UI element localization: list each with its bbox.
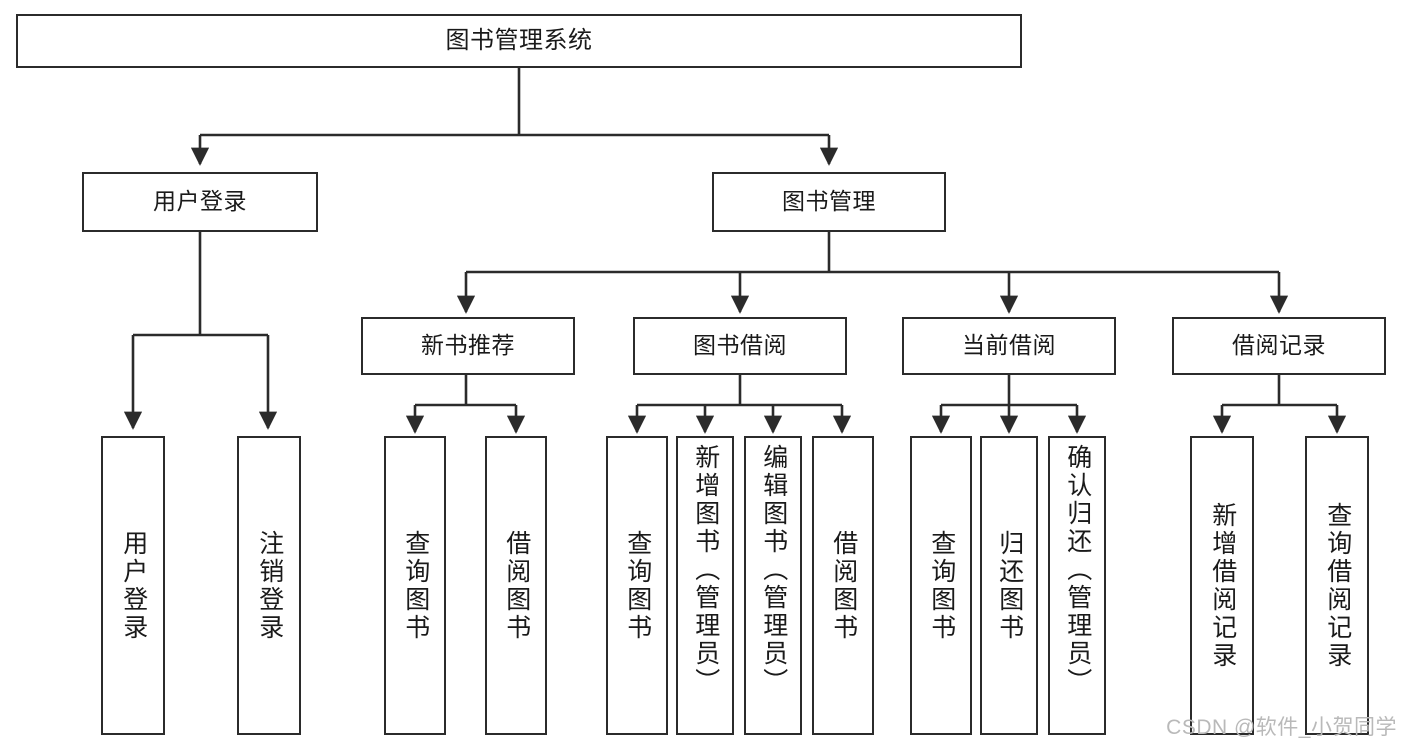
node-label: 确认归还（管理员） xyxy=(1063,444,1092,696)
node-label: 借阅图书 xyxy=(829,529,858,642)
leaf-query-book-recommend[interactable]: 查询图书 xyxy=(384,436,446,735)
watermark-text: CSDN @软件_小贺同学 xyxy=(1166,716,1397,739)
leaf-add-borrow-record[interactable]: 新增借阅记录 xyxy=(1190,436,1254,735)
leaf-edit-book-admin[interactable]: 编辑图书（管理员） xyxy=(744,436,802,735)
node-label: 查询借阅记录 xyxy=(1323,501,1352,670)
node-label: 注销登录 xyxy=(255,529,284,642)
node-current-borrow[interactable]: 当前借阅 xyxy=(902,317,1116,375)
node-label: 用户登录 xyxy=(119,529,148,642)
leaf-user-login[interactable]: 用户登录 xyxy=(101,436,165,735)
node-book-management[interactable]: 图书管理 xyxy=(712,172,946,232)
node-label: 归还图书 xyxy=(995,529,1024,642)
node-label: 新书推荐 xyxy=(421,332,515,359)
node-label: 查询图书 xyxy=(401,529,430,642)
node-label: 查询图书 xyxy=(927,529,956,642)
leaf-query-book-borrow[interactable]: 查询图书 xyxy=(606,436,668,735)
node-label: 编辑图书（管理员） xyxy=(759,444,788,696)
leaf-add-book-admin[interactable]: 新增图书（管理员） xyxy=(676,436,734,735)
leaf-borrow-book[interactable]: 借阅图书 xyxy=(812,436,874,735)
leaf-confirm-return-admin[interactable]: 确认归还（管理员） xyxy=(1048,436,1106,735)
node-label: 当前借阅 xyxy=(962,332,1056,359)
leaf-borrow-book-recommend[interactable]: 借阅图书 xyxy=(485,436,547,735)
node-label: 图书管理系统 xyxy=(445,26,593,54)
node-root-system[interactable]: 图书管理系统 xyxy=(16,14,1022,68)
leaf-return-book[interactable]: 归还图书 xyxy=(980,436,1038,735)
node-label: 新增借阅记录 xyxy=(1208,501,1237,670)
node-label: 借阅记录 xyxy=(1232,332,1326,359)
leaf-user-logout[interactable]: 注销登录 xyxy=(237,436,301,735)
leaf-query-borrow-record[interactable]: 查询借阅记录 xyxy=(1305,436,1369,735)
node-book-borrow[interactable]: 图书借阅 xyxy=(633,317,847,375)
node-label: 新增图书（管理员） xyxy=(691,444,720,696)
node-borrow-record[interactable]: 借阅记录 xyxy=(1172,317,1386,375)
leaf-query-book-current[interactable]: 查询图书 xyxy=(910,436,972,735)
node-label: 借阅图书 xyxy=(502,529,531,642)
node-label: 图书管理 xyxy=(782,188,876,215)
node-new-book-recommend[interactable]: 新书推荐 xyxy=(361,317,575,375)
node-user-login[interactable]: 用户登录 xyxy=(82,172,318,232)
node-label: 图书借阅 xyxy=(693,332,787,359)
node-label: 查询图书 xyxy=(623,529,652,642)
node-label: 用户登录 xyxy=(153,188,247,215)
